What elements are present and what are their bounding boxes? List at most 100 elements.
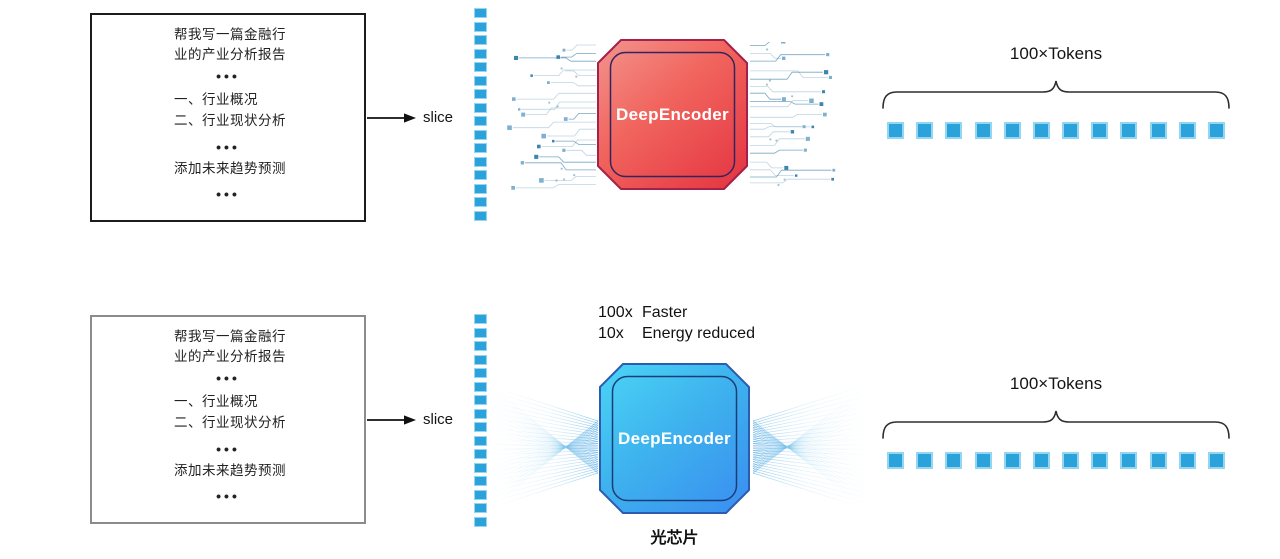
output-token-square xyxy=(1003,122,1021,139)
output-token-square xyxy=(1178,122,1196,139)
electronic-chip: DeepEncoder xyxy=(595,37,750,192)
output-token-square xyxy=(916,122,934,139)
input-token-square xyxy=(474,129,487,140)
output-tokens-bottom: 100×Tokens xyxy=(880,374,1232,474)
optical-chip-body xyxy=(599,363,750,514)
input-token-square xyxy=(474,8,487,18)
prompt-line: 添加未来趋势预测 xyxy=(174,463,286,478)
prompt-line: 一、行业概况 xyxy=(174,394,258,409)
output-token-square xyxy=(945,452,963,469)
input-token-square xyxy=(474,183,487,194)
prompt-line: 二、行业现状分析 xyxy=(174,415,286,430)
input-token-square xyxy=(474,21,487,32)
input-token-square xyxy=(474,435,487,446)
ellipsis: ••• xyxy=(216,68,240,84)
output-token-square xyxy=(1032,122,1050,139)
arrow-right-icon xyxy=(367,113,416,123)
brace-icon-bottom xyxy=(882,410,1230,439)
input-token-square xyxy=(474,197,487,207)
input-token-square xyxy=(474,422,487,432)
sliced-token-column-top xyxy=(474,8,487,221)
output-token-square xyxy=(974,452,992,469)
input-token-square xyxy=(474,89,487,99)
input-token-square xyxy=(474,102,487,113)
input-token-square xyxy=(474,449,487,459)
input-token-square xyxy=(474,368,487,378)
output-token-square xyxy=(1207,122,1225,139)
ellipsis: ••• xyxy=(216,139,240,155)
input-token-square xyxy=(474,75,487,86)
prompt-line: 一、行业概况 xyxy=(174,92,258,107)
output-token-square xyxy=(1178,452,1196,469)
prompt-line: 业的产业分析报告 xyxy=(174,349,286,364)
light-beam-out xyxy=(753,383,870,511)
output-token-square xyxy=(887,122,904,139)
input-token-square xyxy=(474,395,487,405)
input-token-square xyxy=(474,48,487,59)
input-token-square xyxy=(474,62,487,72)
input-token-square xyxy=(474,489,487,500)
output-token-square xyxy=(974,122,992,139)
prompt-box-top: 帮我写一篇金融行业的产业分析报告•••一、行业概况二、行业现状分析•••添加未来… xyxy=(90,13,366,222)
output-token-square xyxy=(1032,452,1050,469)
slice-label-top: slice xyxy=(423,109,454,126)
input-token-square xyxy=(474,476,487,486)
input-token-square xyxy=(474,170,487,180)
input-token-square xyxy=(474,116,487,126)
prompt-line: 业的产业分析报告 xyxy=(174,47,286,62)
input-token-square xyxy=(474,354,487,365)
sliced-token-column-bottom xyxy=(474,314,487,527)
circuit-pattern-left xyxy=(507,44,596,190)
input-token-square xyxy=(474,381,487,392)
output-tokens-top: 100×Tokens xyxy=(880,44,1232,144)
output-token-square xyxy=(1091,452,1109,469)
output-token-square xyxy=(916,452,934,469)
input-token-square xyxy=(474,143,487,153)
input-token-square xyxy=(474,156,487,167)
input-token-square xyxy=(474,314,487,324)
light-beam-in xyxy=(490,385,598,509)
encoder-name-bottom: DeepEncoder xyxy=(618,428,731,448)
input-token-square xyxy=(474,341,487,351)
input-token-square xyxy=(474,516,487,527)
arrow-right-icon xyxy=(367,415,416,425)
output-token-row-bottom xyxy=(887,452,1225,469)
optical-chip: DeepEncoder xyxy=(597,361,752,516)
output-token-square xyxy=(1091,122,1109,139)
slice-label-bottom: slice xyxy=(423,411,454,428)
electronic-encoder-assembly: DeepEncoder xyxy=(500,36,846,198)
tokens-count-label-top: 100×Tokens xyxy=(1009,44,1103,63)
prompt-line: 帮我写一篇金融行 xyxy=(174,329,286,344)
ellipsis: ••• xyxy=(216,441,240,457)
output-token-square xyxy=(1003,452,1021,469)
brace-icon-top xyxy=(882,80,1230,109)
output-token-row-top xyxy=(887,122,1225,139)
tokens-count-label-bottom: 100×Tokens xyxy=(1009,374,1103,393)
output-token-square xyxy=(1149,452,1167,469)
ellipsis: ••• xyxy=(216,370,240,386)
optical-encoder-assembly: DeepEncoder xyxy=(490,358,870,522)
circuit-pattern-right xyxy=(750,42,836,187)
input-token-square xyxy=(474,327,487,338)
encoder-name-top: DeepEncoder xyxy=(616,104,729,124)
output-token-square xyxy=(1207,452,1225,469)
prompt-line: 二、行业现状分析 xyxy=(174,113,286,128)
output-token-square xyxy=(1120,452,1138,469)
ellipsis: ••• xyxy=(216,186,240,202)
prompt-box-bottom: 帮我写一篇金融行业的产业分析报告 ••• 一、行业概况二、行业现状分析 ••• 添加未来… xyxy=(90,315,366,524)
output-token-square xyxy=(1062,452,1080,469)
output-token-square xyxy=(1062,122,1080,139)
input-token-square xyxy=(474,210,487,221)
input-token-square xyxy=(474,503,487,513)
output-token-square xyxy=(1149,122,1167,139)
optical-chip-caption: 光芯片 xyxy=(650,530,699,547)
input-token-square xyxy=(474,462,487,473)
prompt-line: 添加未来趋势预测 xyxy=(174,161,286,176)
output-token-square xyxy=(887,452,904,469)
output-token-square xyxy=(1120,122,1138,139)
input-token-square xyxy=(474,35,487,45)
